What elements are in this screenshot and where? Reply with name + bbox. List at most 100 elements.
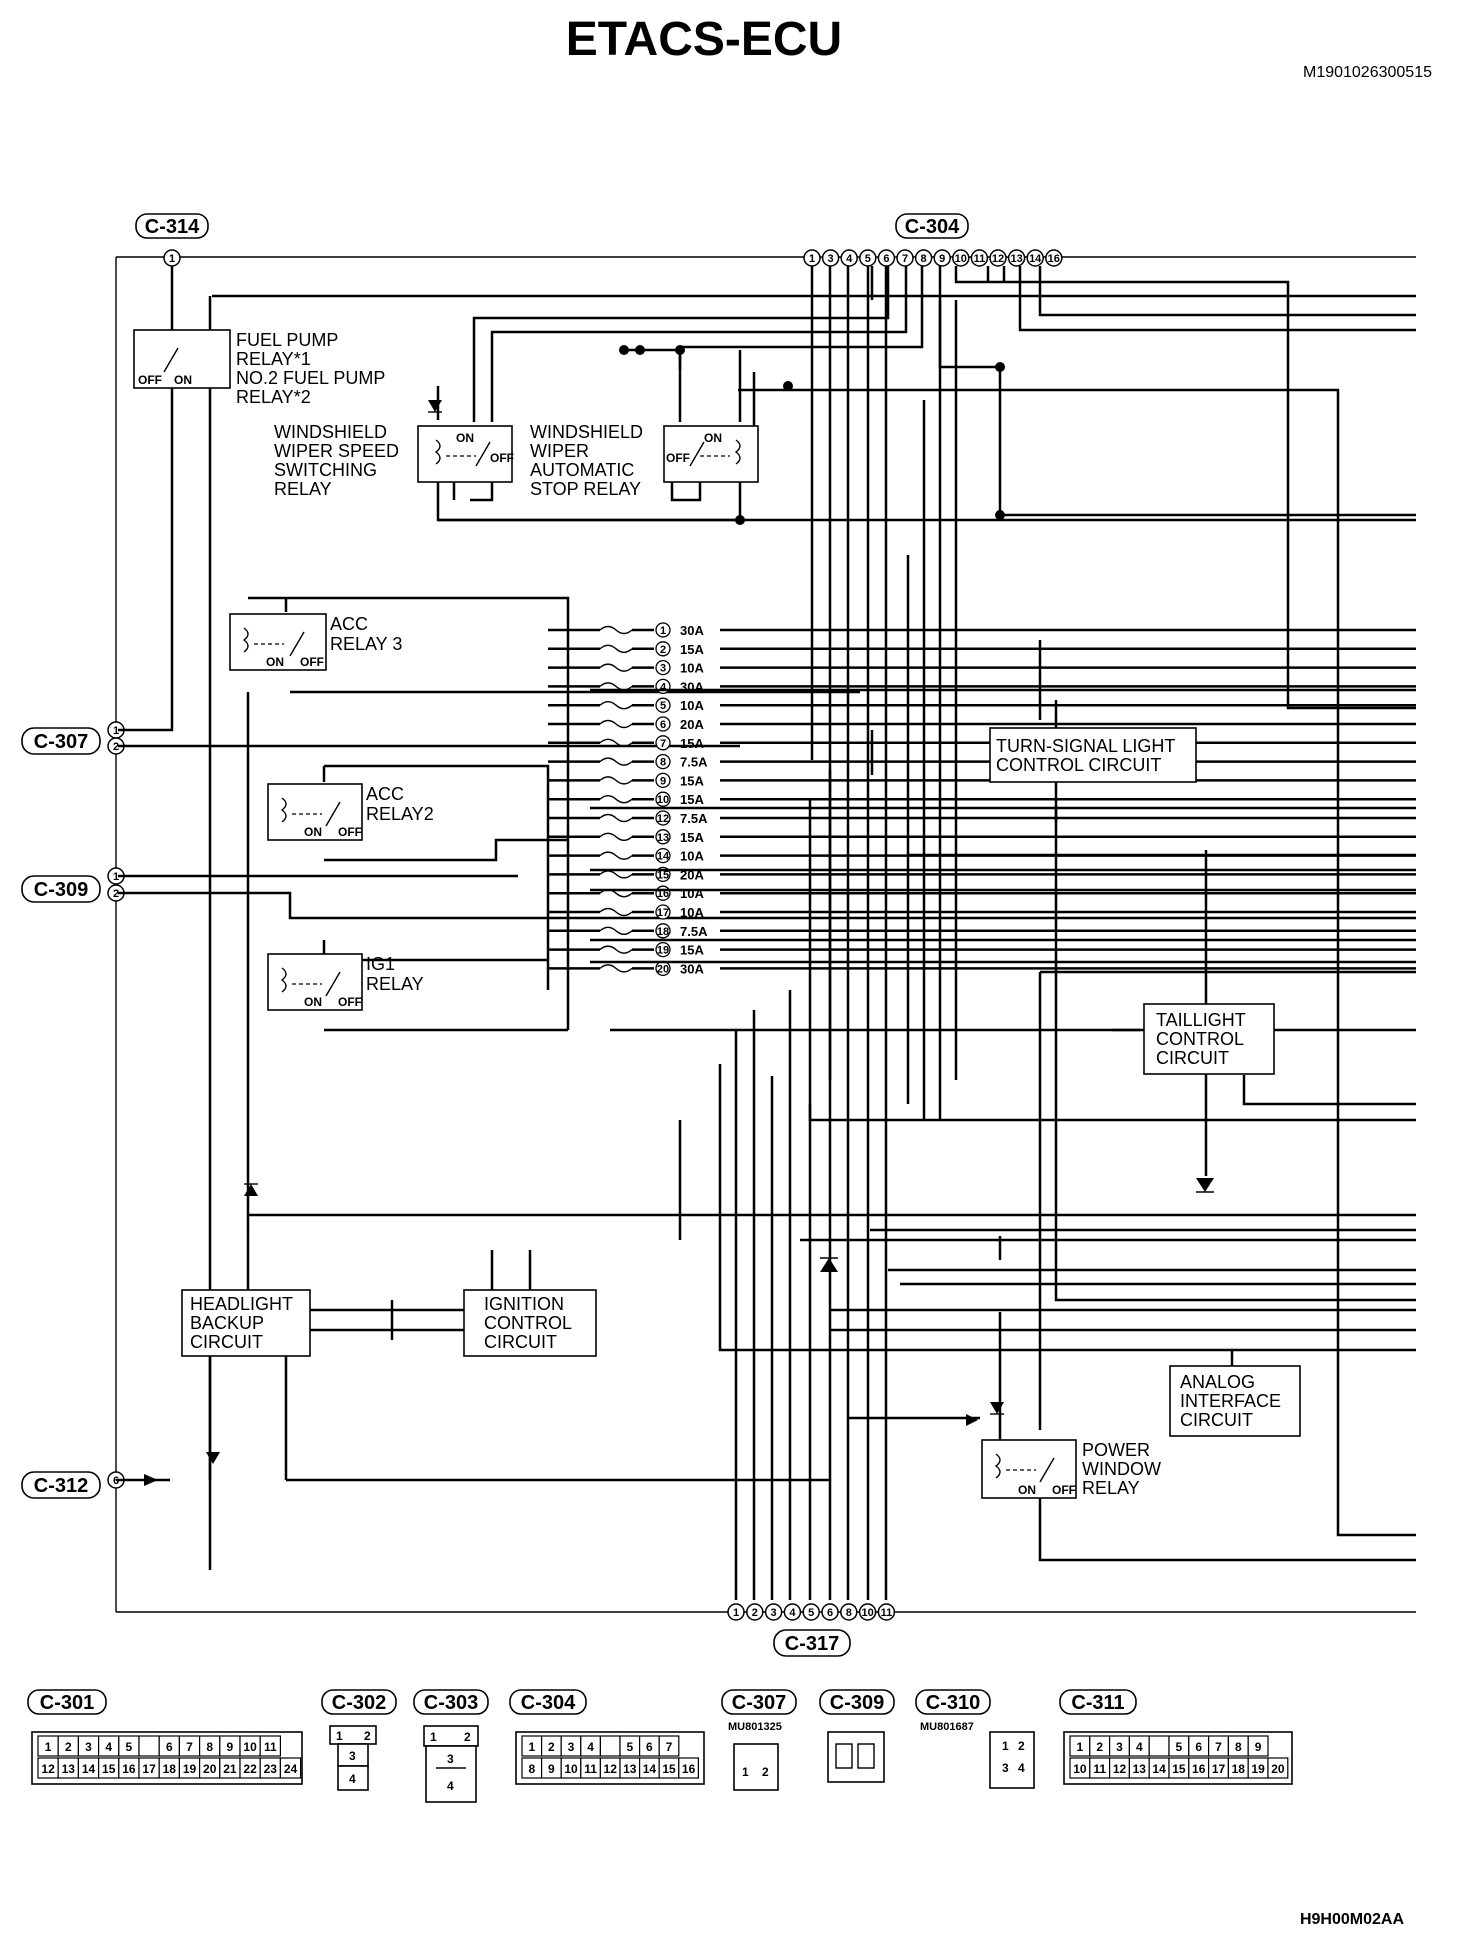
c317-pin-11-label: 11 bbox=[881, 1607, 893, 1619]
fuse-number-circle bbox=[655, 735, 671, 751]
acc-relay2: ON OFF ACC RELAY2 bbox=[267, 783, 434, 841]
fuse-number: 2 bbox=[660, 644, 666, 656]
fuse-number-circle bbox=[655, 753, 671, 770]
svg-text:1: 1 bbox=[1002, 1739, 1009, 1753]
c311-grid-cell bbox=[1247, 1735, 1269, 1757]
fuse-number-circle bbox=[655, 716, 671, 732]
svg-text:OFF: OFF bbox=[338, 825, 362, 839]
c311-grid-cell-label: 20 bbox=[1271, 1762, 1285, 1776]
fuse-number-circle bbox=[655, 923, 671, 939]
fuse-number: 8 bbox=[660, 757, 666, 769]
svg-text:OFF: OFF bbox=[490, 451, 514, 465]
svg-text:ON: ON bbox=[266, 655, 284, 669]
c304-grid-cell-label: 12 bbox=[604, 1762, 618, 1776]
fuel-pump-relay: OFF ON FUEL PUMP RELAY*1 NO.2 FUEL PUMP … bbox=[133, 329, 385, 407]
c301-grid-cell-label: 22 bbox=[243, 1762, 257, 1776]
c311-grid-cell-label: 2 bbox=[1096, 1740, 1103, 1754]
svg-text:CIRCUIT: CIRCUIT bbox=[1180, 1410, 1253, 1430]
fuse-rating: 7.5A bbox=[680, 811, 708, 826]
fuse-number-circle bbox=[655, 772, 671, 789]
c311-grid-cell-label: 7 bbox=[1215, 1740, 1222, 1754]
fuse-rating: 10A bbox=[680, 905, 704, 920]
fuse-number-circle bbox=[655, 810, 671, 826]
c310-view: C-310 MU801687 1 2 3 4 bbox=[915, 1689, 1035, 1789]
svg-text:C-304: C-304 bbox=[905, 216, 960, 238]
c311-grid-cell-label: 11 bbox=[1093, 1762, 1106, 1776]
svg-text:BACKUP: BACKUP bbox=[190, 1313, 264, 1333]
c317-pin-4-label: 4 bbox=[789, 1607, 796, 1619]
c317-pin-8-label: 8 bbox=[846, 1607, 852, 1619]
connector-c317-label: C-317 bbox=[773, 1629, 851, 1657]
fuse-number: 15 bbox=[657, 869, 669, 881]
svg-text:C-309: C-309 bbox=[34, 879, 88, 901]
svg-text:OFF: OFF bbox=[338, 995, 362, 1009]
fuse-number: 1 bbox=[660, 625, 666, 637]
svg-text:2: 2 bbox=[762, 1765, 769, 1779]
c301-grid-cell bbox=[138, 1735, 160, 1757]
c301-grid-cell-label: 11 bbox=[264, 1740, 277, 1754]
c304-grid-cell bbox=[599, 1735, 621, 1757]
svg-text:1: 1 bbox=[336, 1729, 343, 1743]
c317-pin-4 bbox=[783, 1603, 802, 1621]
fuse-number: 4 bbox=[660, 681, 667, 693]
c301-grid-cell-label: 7 bbox=[186, 1740, 193, 1754]
fuse-number: 10 bbox=[657, 794, 669, 806]
c301-grid-cell-label: 1 bbox=[45, 1740, 52, 1754]
c304-grid-cell-label: 7 bbox=[666, 1740, 673, 1754]
svg-text:3: 3 bbox=[349, 1749, 356, 1763]
headlight-backup-circuit: HEADLIGHT BACKUP CIRCUIT bbox=[181, 1289, 311, 1357]
fuse-number: 3 bbox=[660, 663, 666, 675]
c317-pin-2 bbox=[746, 1603, 764, 1621]
svg-text:WIPER: WIPER bbox=[530, 441, 589, 461]
fuse-symbol bbox=[599, 719, 633, 729]
svg-text:RELAY*1: RELAY*1 bbox=[236, 349, 311, 369]
svg-text:MU801687: MU801687 bbox=[920, 1721, 974, 1733]
svg-text:CONTROL: CONTROL bbox=[1156, 1029, 1244, 1049]
svg-text:C-311: C-311 bbox=[1071, 1692, 1124, 1714]
c311-grid-cell-label: 3 bbox=[1116, 1740, 1123, 1754]
svg-text:3: 3 bbox=[447, 1752, 454, 1766]
svg-text:OFF: OFF bbox=[138, 373, 162, 387]
svg-text:CONTROL: CONTROL bbox=[484, 1313, 572, 1333]
c317-pin-3-label: 3 bbox=[771, 1607, 777, 1619]
fuse-symbol bbox=[599, 870, 633, 879]
fuse-symbol bbox=[599, 945, 633, 954]
c304-pin-10-label: 10 bbox=[955, 253, 967, 265]
svg-text:RELAY 3: RELAY 3 bbox=[330, 634, 402, 654]
fuse-symbol bbox=[599, 701, 633, 710]
svg-text:ON: ON bbox=[704, 431, 722, 445]
c311-grid-cell-label: 19 bbox=[1251, 1762, 1265, 1776]
c304-pin-8-label: 8 bbox=[921, 253, 927, 265]
fuse-symbol bbox=[599, 832, 633, 841]
fuse-symbol bbox=[599, 851, 633, 860]
svg-text:RELAY2: RELAY2 bbox=[366, 804, 434, 824]
svg-text:4: 4 bbox=[1018, 1761, 1025, 1775]
fuse-number: 5 bbox=[660, 700, 666, 712]
fuse-number-circle bbox=[655, 659, 671, 676]
svg-text:ON: ON bbox=[1018, 1483, 1036, 1497]
c309-pins: 12 bbox=[107, 867, 125, 902]
c317-pin-3 bbox=[764, 1603, 783, 1621]
c311-grid-cell-label: 8 bbox=[1235, 1740, 1242, 1754]
svg-text:MU801325: MU801325 bbox=[728, 1721, 782, 1733]
fuse-symbol bbox=[599, 795, 633, 804]
connector-c312-label: C-312 bbox=[21, 1471, 101, 1499]
fuse-number: 18 bbox=[657, 926, 669, 938]
c301-grid-cell-label: 5 bbox=[126, 1740, 133, 1754]
connector-c314-label: C-314 bbox=[135, 213, 209, 239]
svg-text:2: 2 bbox=[464, 1730, 471, 1744]
c304-pin-14-label: 14 bbox=[1029, 253, 1042, 265]
c317-pin-5 bbox=[802, 1603, 820, 1621]
svg-text:OFF: OFF bbox=[300, 655, 324, 669]
fuse-number: 13 bbox=[657, 832, 669, 844]
c304-pin-10 bbox=[952, 249, 970, 267]
svg-text:C-312: C-312 bbox=[34, 1475, 88, 1497]
svg-text:CIRCUIT: CIRCUIT bbox=[1156, 1048, 1229, 1068]
svg-text:C-307: C-307 bbox=[732, 1692, 786, 1714]
svg-text:ON: ON bbox=[456, 431, 474, 445]
fuse-number-circle bbox=[655, 904, 671, 920]
c301-grid-cell-label: 19 bbox=[183, 1762, 197, 1776]
fuse-number-circle bbox=[655, 847, 671, 864]
